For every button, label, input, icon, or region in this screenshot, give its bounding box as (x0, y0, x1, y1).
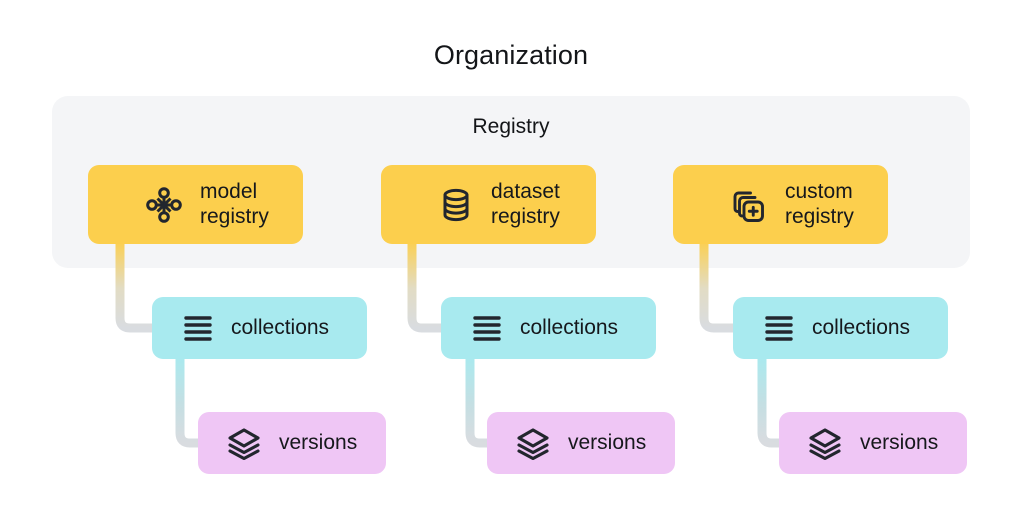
layers-stack-icon (515, 425, 551, 461)
card-label: model registry (200, 179, 269, 228)
card-model-registry[interactable]: model registry (88, 165, 303, 244)
card-collections-2[interactable]: collections (441, 297, 656, 359)
list-lines-icon (763, 312, 795, 344)
card-label: versions (860, 430, 939, 454)
layers-stack-icon (807, 425, 843, 461)
card-label: collections (812, 315, 911, 339)
card-versions-3[interactable]: versions (779, 412, 967, 474)
card-custom-registry[interactable]: custom registry (673, 165, 888, 244)
card-collections-3[interactable]: collections (733, 297, 948, 359)
page-title: Organization (433, 40, 589, 70)
stacked-cards-plus-icon (729, 185, 769, 225)
card-label: custom registry (785, 179, 854, 228)
card-label: versions (279, 430, 358, 454)
card-versions-1[interactable]: versions (198, 412, 386, 474)
card-dataset-registry[interactable]: dataset registry (381, 165, 596, 244)
card-label: collections (231, 315, 330, 339)
model-graph-icon (144, 185, 184, 225)
layers-stack-icon (226, 425, 262, 461)
list-lines-icon (182, 312, 214, 344)
card-versions-2[interactable]: versions (487, 412, 675, 474)
card-label: dataset registry (491, 179, 560, 228)
list-lines-icon (471, 312, 503, 344)
card-collections-1[interactable]: collections (152, 297, 367, 359)
registry-panel-title: Registry (472, 115, 550, 138)
card-label: collections (520, 315, 619, 339)
card-label: versions (568, 430, 647, 454)
database-cylinder-icon (437, 186, 475, 224)
